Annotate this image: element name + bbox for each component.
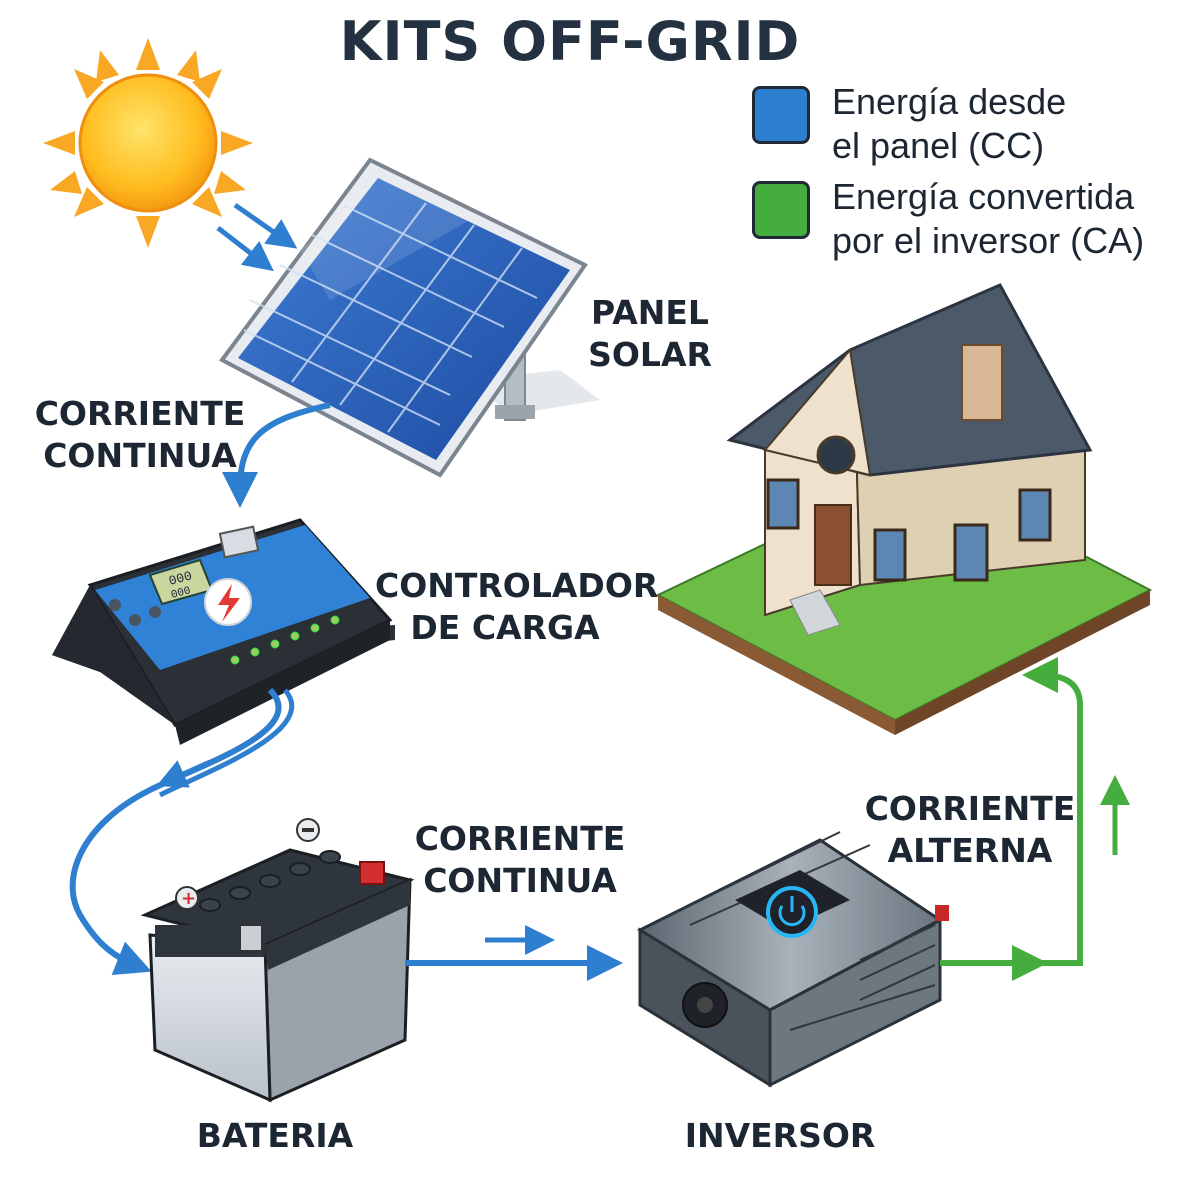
- flow-label-panel-controller: CORRIENTE CONTINUA: [30, 393, 250, 477]
- legend-text-ac: Energía convertida por el inversor (CA): [832, 175, 1192, 263]
- flow-label-3-line2: ALTERNA: [887, 831, 1053, 870]
- flow-label-1-line2: CONTINUA: [43, 436, 237, 475]
- flow-label-2-line1: CORRIENTE: [414, 819, 626, 858]
- panel-label-line1: PANEL: [591, 293, 709, 332]
- legend-swatch-ac: [752, 181, 810, 239]
- legend-ac-line2: por el inversor (CA): [832, 220, 1145, 261]
- legend-text-dc: Energía desde el panel (CC): [832, 80, 1192, 168]
- charge-controller-icon: 000 000: [52, 518, 395, 745]
- legend-item-dc: Energía desde el panel (CC): [752, 80, 1192, 168]
- battery-icon: +: [140, 818, 415, 1103]
- legend-ac-line1: Energía convertida: [832, 176, 1135, 217]
- legend-swatch-dc: [752, 86, 810, 144]
- flow-label-3-line1: CORRIENTE: [864, 789, 1076, 828]
- sun-icon: [43, 38, 253, 248]
- page-title: KITS OFF-GRID: [339, 10, 801, 73]
- legend-item-ac: Energía convertida por el inversor (CA): [752, 175, 1192, 263]
- controller-label: CONTROLADOR DE CARGA: [375, 565, 659, 649]
- ac-flow-inverter-to-house: [940, 657, 1083, 966]
- controller-label-line2: DE CARGA: [410, 608, 600, 647]
- svg-text:000: 000: [170, 585, 192, 602]
- house-icon: [655, 283, 1153, 735]
- dc-flow-panel-to-controller: [222, 402, 331, 508]
- battery-label: BATERIA: [196, 1116, 354, 1155]
- svg-text:000: 000: [167, 568, 193, 589]
- flow-label-1-line1: CORRIENTE: [34, 394, 246, 433]
- svg-text:+: +: [181, 888, 196, 909]
- inverter-label: INVERSOR: [684, 1116, 876, 1155]
- panel-label-line2: SOLAR: [588, 335, 712, 374]
- solar-panel-icon: [219, 157, 600, 478]
- sunlight-arrows: [216, 202, 298, 272]
- flow-label-inverter-house: CORRIENTE ALTERNA: [860, 788, 1080, 872]
- panel-label: PANEL SOLAR: [570, 292, 730, 376]
- flow-label-2-line2: CONTINUA: [423, 861, 617, 900]
- flow-label-battery-inverter: CORRIENTE CONTINUA: [410, 818, 630, 902]
- dc-flow-controller-to-battery: [69, 687, 282, 976]
- legend-dc-line1: Energía desde: [832, 81, 1067, 122]
- controller-label-line1: CONTROLADOR: [375, 566, 659, 605]
- inverter-icon: [636, 831, 949, 1088]
- legend-dc-line2: el panel (CC): [832, 125, 1045, 166]
- dc-flow-indicator: [156, 759, 212, 788]
